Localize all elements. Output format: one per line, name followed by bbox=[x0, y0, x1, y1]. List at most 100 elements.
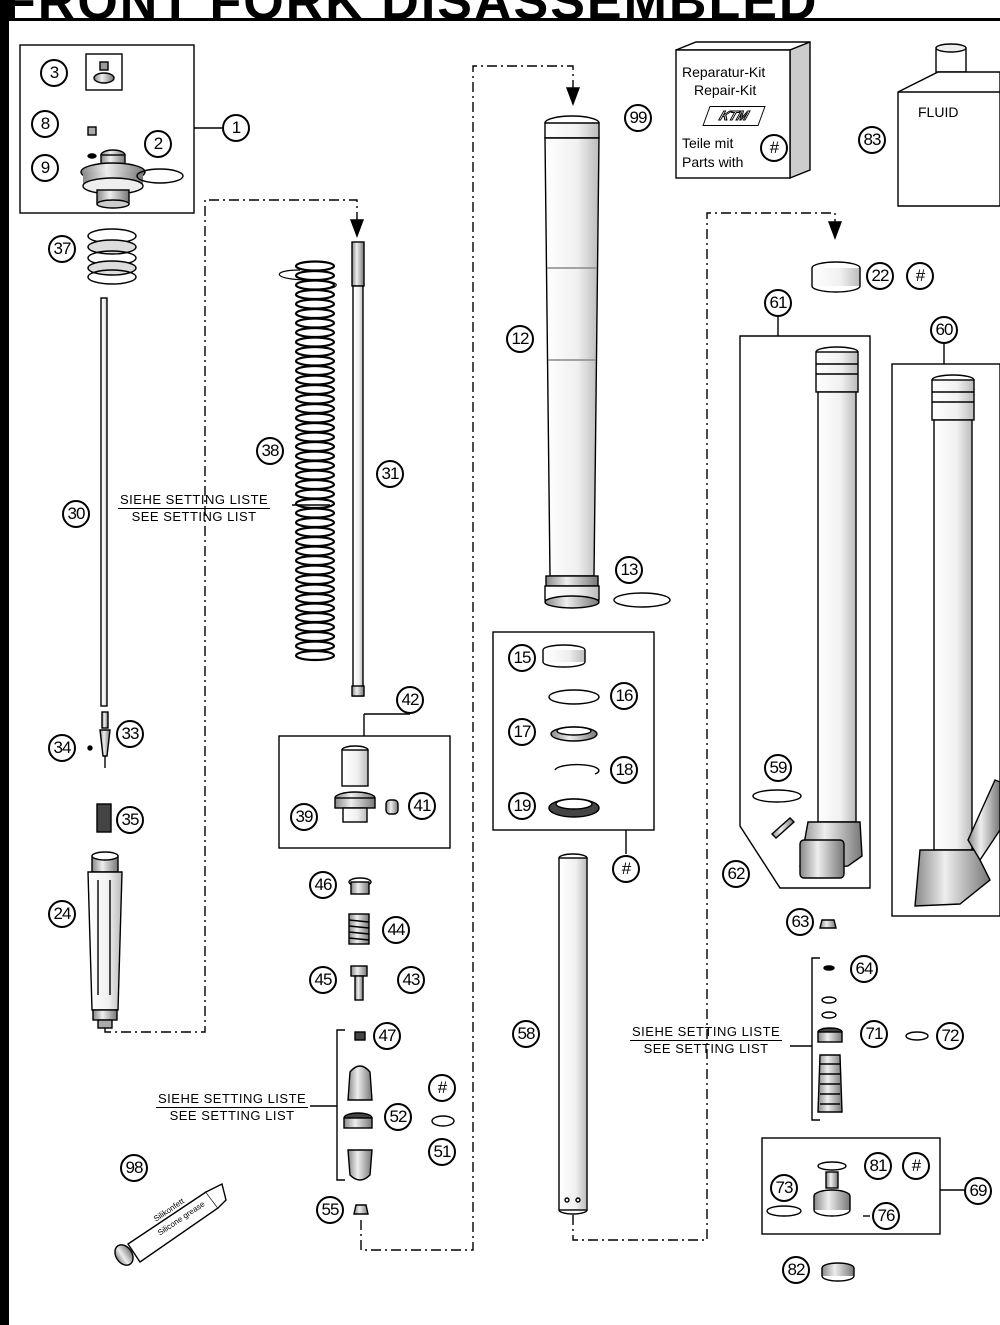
part-47-spring bbox=[354, 1031, 366, 1041]
callout-64: 64 bbox=[850, 955, 878, 983]
callout-42: 42 bbox=[396, 686, 424, 714]
spring-coil bbox=[294, 393, 336, 405]
repair-kit-parts-de: Teile mit bbox=[682, 135, 734, 151]
spring-coil bbox=[294, 621, 336, 633]
repair-kit-hash-symbol: # bbox=[760, 134, 788, 162]
spring-coil bbox=[294, 469, 336, 481]
part-9-oring bbox=[87, 153, 97, 159]
spring-coil bbox=[294, 288, 336, 301]
fluid-bottle bbox=[897, 43, 1000, 207]
spring-coil bbox=[294, 564, 336, 576]
part-52-piston-stack bbox=[343, 1065, 373, 1181]
spring-coil bbox=[294, 364, 336, 377]
ktm-logo: KTM bbox=[702, 106, 766, 126]
spring-coil bbox=[294, 488, 336, 500]
callout-24: 24 bbox=[48, 900, 76, 928]
part-30-rod bbox=[100, 297, 108, 707]
callout-51: 51 bbox=[428, 1138, 456, 1166]
callout-43: 43 bbox=[397, 966, 425, 994]
callout-2: 2 bbox=[144, 130, 172, 158]
callout-55: 55 bbox=[316, 1196, 344, 1224]
spring-coil bbox=[294, 602, 336, 614]
part-64-washer bbox=[823, 965, 835, 971]
part-98-grease-tube bbox=[114, 1182, 227, 1266]
part-51-ring bbox=[431, 1115, 455, 1127]
callout-13: 13 bbox=[615, 556, 643, 584]
connector-line-1 bbox=[104, 199, 358, 1033]
spring-coil bbox=[294, 269, 336, 282]
part-37-washers bbox=[87, 228, 137, 285]
spring-coil bbox=[294, 279, 336, 291]
repair-kit-label-de: Reparatur-Kit bbox=[682, 64, 766, 80]
group-box-seals bbox=[492, 631, 655, 831]
spring-coil bbox=[294, 630, 336, 643]
part-45-valve bbox=[350, 965, 368, 1001]
spring-coil bbox=[294, 260, 336, 272]
setting-note-2: SIEHE SETTING LISTE SEE SETTING LIST bbox=[156, 1091, 309, 1123]
spring-coil bbox=[294, 298, 336, 310]
part-33-needle bbox=[99, 711, 111, 768]
spring-coil bbox=[294, 440, 336, 453]
spring-coil bbox=[294, 412, 336, 424]
part-62-bolt bbox=[770, 817, 796, 839]
callout-76: 76 bbox=[872, 1202, 900, 1230]
callout-15: 15 bbox=[508, 644, 536, 672]
spring-coil bbox=[294, 402, 336, 415]
part-12-outer-tube bbox=[544, 115, 600, 609]
group-box-1 bbox=[19, 44, 195, 214]
part-18-clip bbox=[554, 763, 600, 775]
part-58-inner-tube bbox=[558, 853, 588, 1215]
part-1-fork-cap bbox=[80, 149, 146, 209]
callout-82: 82 bbox=[782, 1256, 810, 1284]
callout-12: 12 bbox=[506, 325, 534, 353]
spring-coil bbox=[294, 336, 336, 348]
part-17-seal bbox=[550, 726, 598, 742]
repair-kit-label-en: Repair-Kit bbox=[694, 82, 757, 98]
spring-coil bbox=[294, 497, 336, 510]
spring-coil bbox=[294, 611, 336, 624]
callout-9: 9 bbox=[31, 154, 59, 182]
callout-22: 22 bbox=[866, 262, 894, 290]
left-border bbox=[0, 0, 9, 1325]
header-rule bbox=[0, 18, 1000, 21]
part-59-oring bbox=[752, 789, 802, 803]
callout-3: 3 bbox=[40, 59, 68, 87]
spring-coil bbox=[294, 307, 336, 320]
part-39-valve bbox=[334, 745, 376, 823]
spring-coil bbox=[294, 554, 336, 567]
part-41-bushing bbox=[385, 799, 399, 815]
part-46-cap bbox=[348, 877, 372, 895]
spring-coil bbox=[294, 326, 336, 339]
part-44-spring bbox=[348, 913, 370, 945]
spring-coil bbox=[294, 545, 336, 557]
callout-hash-4: # bbox=[902, 1152, 930, 1180]
callout-19: 19 bbox=[508, 792, 536, 820]
group-box-60 bbox=[891, 363, 1000, 917]
callout-hash-1: # bbox=[428, 1074, 456, 1102]
part-31-rod bbox=[351, 241, 365, 697]
header-banner: FRONT FORK DISASSEMBLED bbox=[0, 0, 1000, 18]
callout-69: 69 bbox=[964, 1177, 992, 1205]
part-34-ball bbox=[87, 745, 93, 751]
callout-58: 58 bbox=[512, 1020, 540, 1048]
part-2-oring bbox=[136, 168, 184, 184]
part-71-piston bbox=[817, 1027, 843, 1043]
part-55-nut bbox=[353, 1204, 369, 1215]
spring-coil bbox=[294, 507, 336, 519]
callout-35: 35 bbox=[116, 806, 144, 834]
callout-17: 17 bbox=[508, 718, 536, 746]
spring-coil bbox=[294, 640, 336, 652]
group-box-69 bbox=[761, 1137, 941, 1235]
shim-stack bbox=[817, 1054, 843, 1113]
bracket-63-71 bbox=[811, 957, 820, 1121]
callout-16: 16 bbox=[610, 682, 638, 710]
part-60-lower-leg bbox=[914, 374, 1000, 907]
callout-1: 1 bbox=[222, 114, 250, 142]
callout-44: 44 bbox=[382, 916, 410, 944]
callout-71: 71 bbox=[860, 1020, 888, 1048]
part-82-cap bbox=[821, 1262, 855, 1282]
spring-coil bbox=[294, 535, 336, 548]
page-title: FRONT FORK DISASSEMBLED bbox=[4, 0, 818, 18]
group-box-61 bbox=[739, 335, 871, 889]
